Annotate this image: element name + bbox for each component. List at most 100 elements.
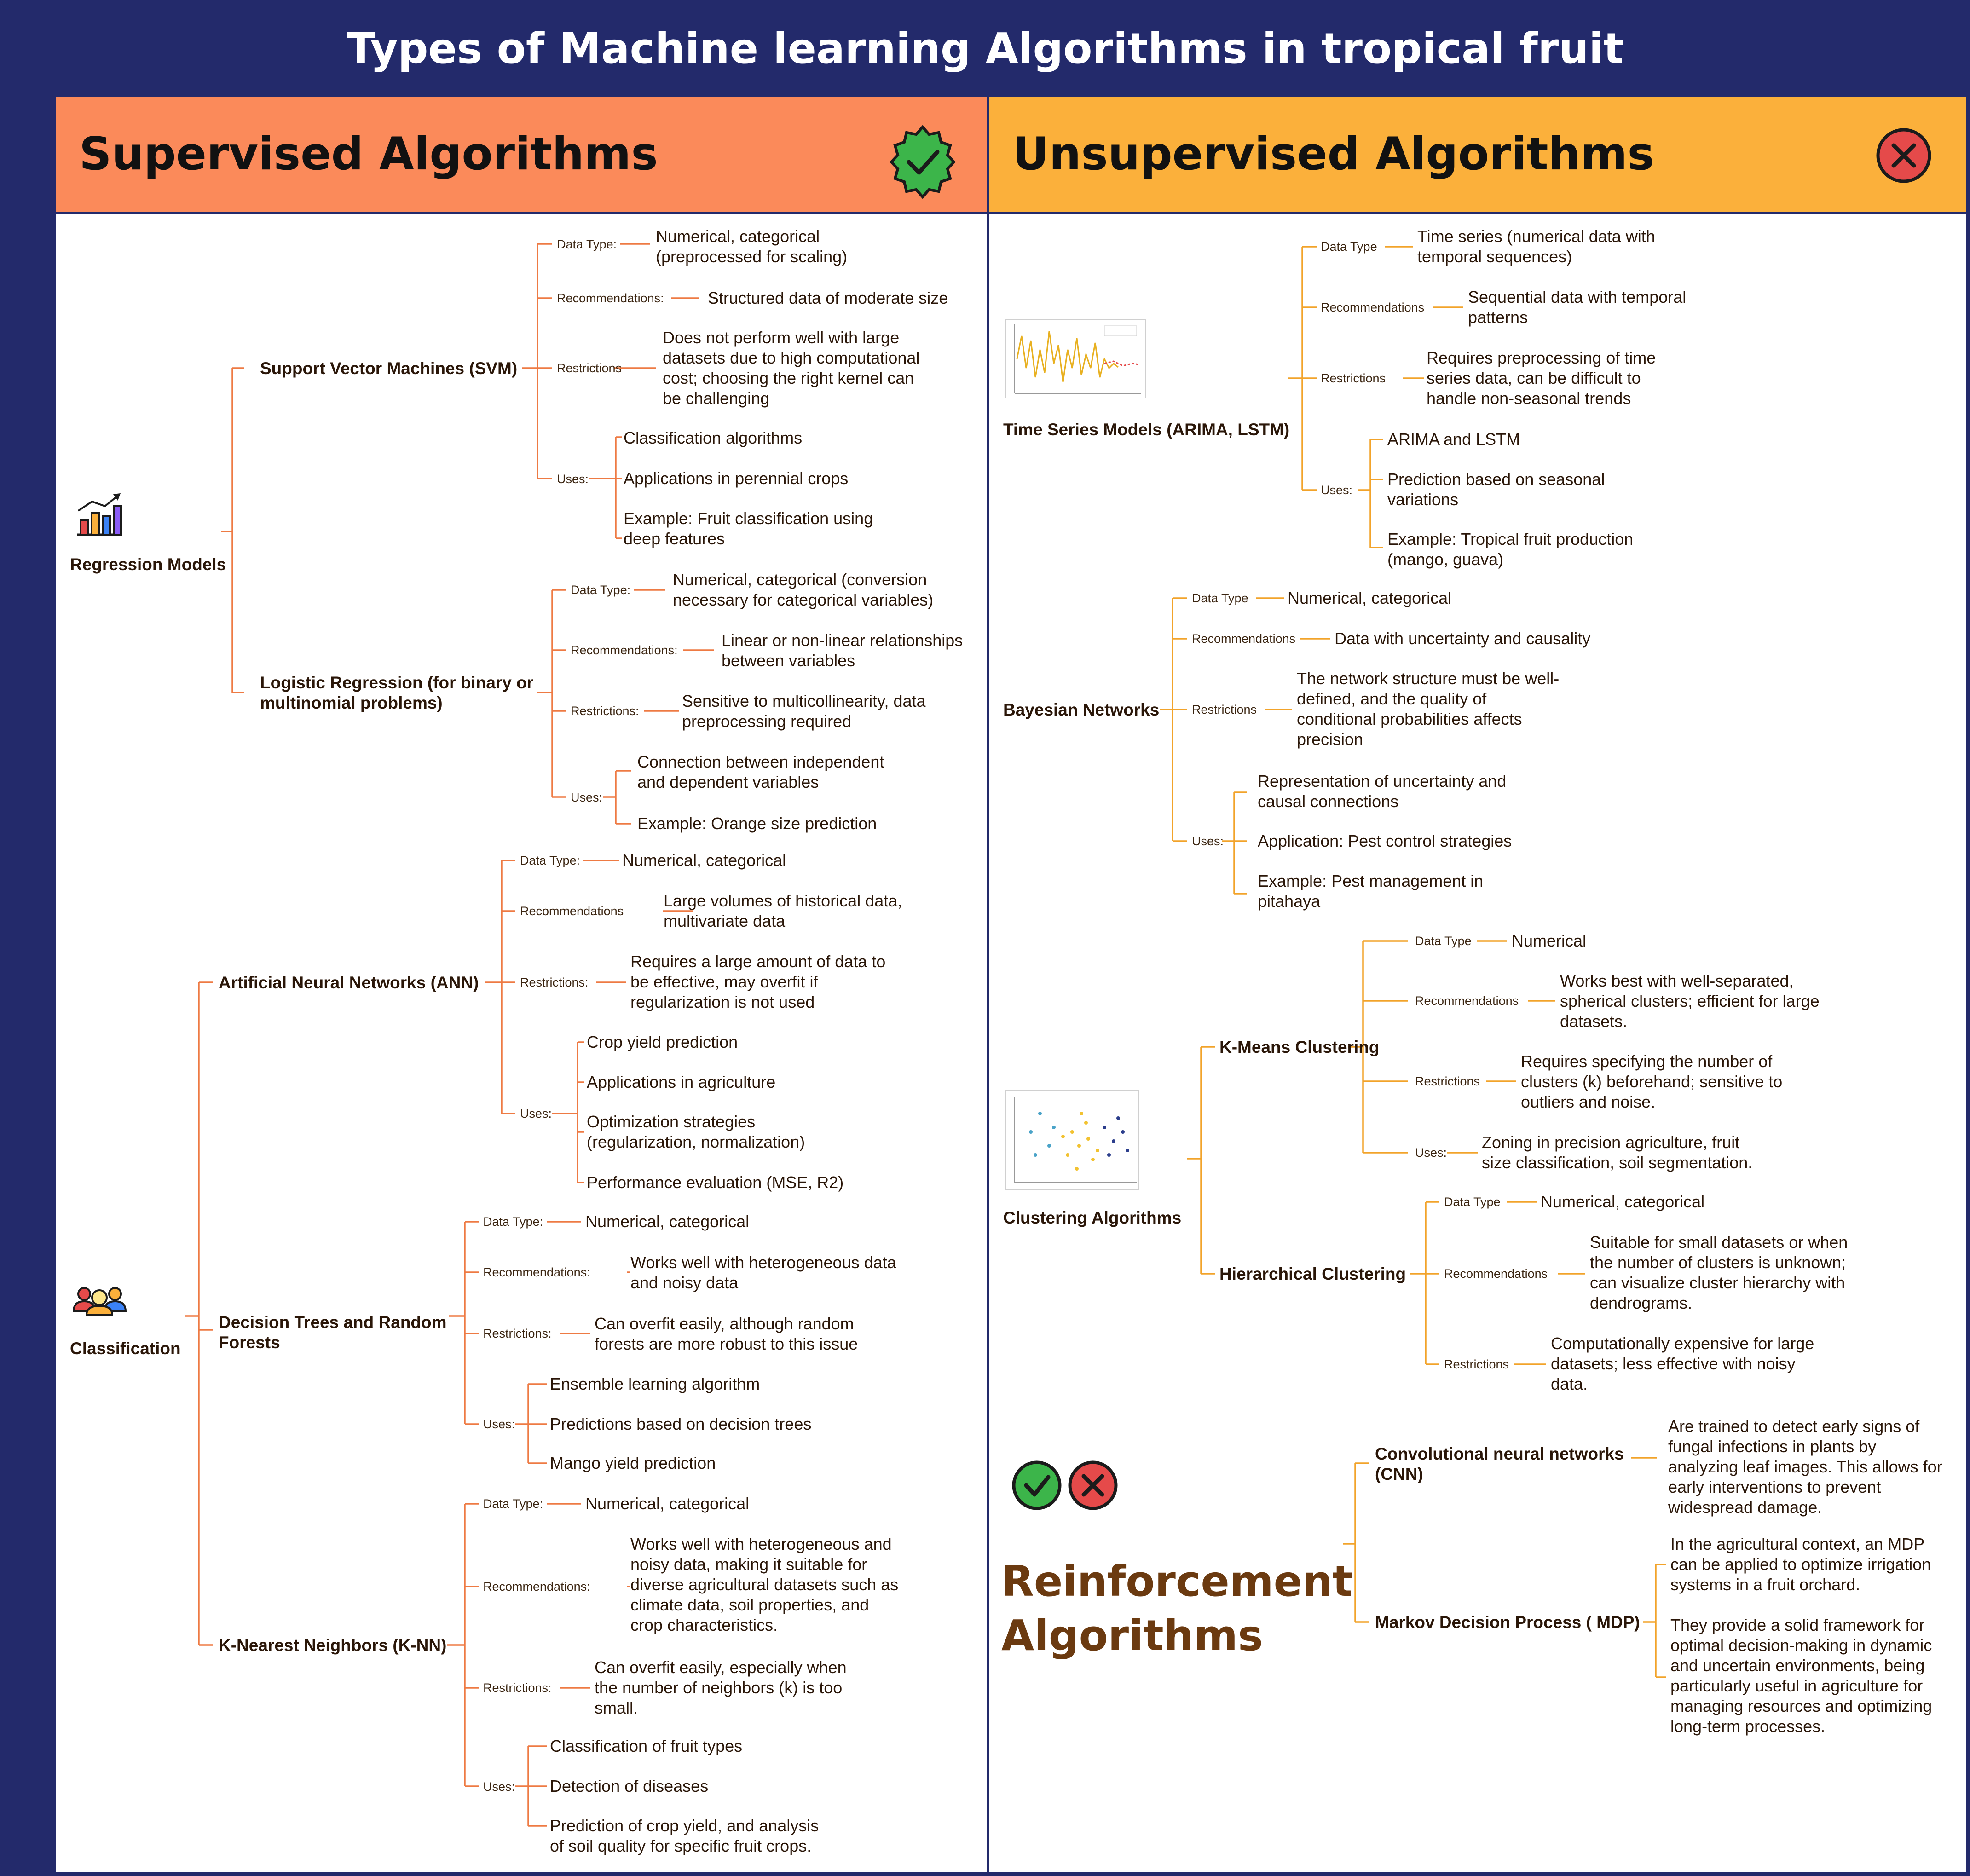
ts-uses-label: Uses: <box>1321 483 1353 497</box>
check-circle-icon <box>1012 1460 1062 1510</box>
svm-use-1: Classification algorithms <box>624 428 803 447</box>
ts-data-type-label: Data Type <box>1321 240 1377 254</box>
ann-recommendations-label: Recommendations <box>520 904 624 918</box>
people-group-icon <box>72 1287 127 1316</box>
logreg-data-type-label: Data Type: <box>571 583 631 597</box>
algorithm-hierarchical: Hierarchical Clustering <box>1219 1264 1406 1283</box>
supervised-header-label: Supervised Algorithms <box>79 128 658 180</box>
km-restrictions-label: Restrictions <box>1415 1074 1480 1088</box>
check-badge-icon <box>889 125 956 199</box>
knn-data-type-label: Data Type: <box>483 1497 543 1511</box>
ann-use-1: Crop yield prediction <box>587 1033 738 1051</box>
growth-chart-icon <box>77 493 122 536</box>
hc-recommendations-label: Recommendations <box>1444 1267 1548 1281</box>
dt-recommendations-label: Recommendations: <box>483 1265 590 1279</box>
mdp-description-2: They provide a solid framework for optim… <box>1670 1616 1932 1736</box>
algorithm-time-series: Time Series Models (ARIMA, LSTM) <box>1003 420 1290 439</box>
dt-restrictions-label: Restrictions: <box>483 1327 552 1340</box>
dt-data-type-label: Data Type: <box>483 1215 543 1229</box>
bn-data-type: Numerical, categorical <box>1288 589 1452 607</box>
km-recommendations-label: Recommendations <box>1415 994 1519 1008</box>
km-data-type-label: Data Type <box>1415 934 1472 948</box>
algorithm-knn: K-Nearest Neighbors (K-NN) <box>219 1636 447 1655</box>
bn-use-3: Example: Pest management in pitahaya <box>1258 872 1484 911</box>
logreg-data-type: Numerical, categorical (conversion neces… <box>673 570 934 609</box>
svm-data-type-label: Data Type: <box>557 237 617 251</box>
algorithm-mdp: Markov Decision Process ( MDP) <box>1375 1613 1640 1632</box>
hc-restrictions-label: Restrictions <box>1444 1357 1509 1371</box>
ts-data-type: Time series (numerical data with tempora… <box>1417 227 1655 266</box>
algorithm-logistic-regression: Logistic Regression (for binary or multi… <box>260 673 534 712</box>
mdp-description-1: In the agricultural context, an MDP can … <box>1670 1535 1931 1594</box>
cnn-description: Are trained to detect early signs of fun… <box>1668 1417 1942 1517</box>
category-classification: Classification <box>70 1339 181 1358</box>
algorithm-decision-trees: Decision Trees and Random Forests <box>219 1313 447 1352</box>
ann-use-4: Performance evaluation (MSE, R2) <box>587 1173 844 1192</box>
unsupervised-header: Unsupervised Algorithms <box>989 97 1966 212</box>
bn-use-1: Representation of uncertainty and causal… <box>1258 772 1507 811</box>
knn-uses-label: Uses: <box>483 1780 515 1794</box>
dt-use-1: Ensemble learning algorithm <box>550 1374 760 1393</box>
dt-uses-label: Uses: <box>483 1417 515 1431</box>
knn-use-3: Prediction of crop yield, and analysis o… <box>550 1816 819 1855</box>
ann-use-2: Applications in agriculture <box>587 1073 776 1091</box>
algorithm-bayesian-networks: Bayesian Networks <box>1003 700 1160 719</box>
km-recommendations: Works best with well-separated, spherica… <box>1560 971 1820 1031</box>
logreg-restrictions-label: Restrictions: <box>571 704 639 718</box>
hc-recommendations: Suitable for small datasets or when the … <box>1590 1233 1848 1312</box>
algorithm-ann: Artificial Neural Networks (ANN) <box>219 973 479 992</box>
ann-restrictions-label: Restrictions: <box>520 976 589 989</box>
logreg-restrictions: Sensitive to multicollinearity, data pre… <box>682 692 926 731</box>
cross-circle-icon <box>1876 128 1931 183</box>
title-bar: Types of Machine learning Algorithms in … <box>0 0 1970 97</box>
logreg-use-1: Connection between independent and depen… <box>637 752 884 791</box>
dt-recommendations: Works well with heterogeneous data and n… <box>630 1253 896 1292</box>
svm-use-2: Applications in perennial crops <box>624 469 849 488</box>
logreg-use-2: Example: Orange size prediction <box>637 814 877 833</box>
knn-data-type: Numerical, categorical <box>585 1494 750 1513</box>
bn-restrictions-label: Restrictions <box>1192 703 1257 716</box>
svm-uses-label: Uses: <box>557 472 589 486</box>
svm-restrictions: Does not perform well with large dataset… <box>663 328 920 408</box>
algorithm-svm: Support Vector Machines (SVM) <box>260 359 518 378</box>
knn-restrictions-label: Restrictions: <box>483 1681 552 1695</box>
ann-data-type-label: Data Type: <box>520 854 580 867</box>
ts-recommendations: Sequential data with temporal patterns <box>1468 288 1687 327</box>
bn-use-2: Application: Pest control strategies <box>1258 831 1512 850</box>
bottom-border <box>0 1872 1970 1876</box>
ts-use-3: Example: Tropical fruit production (mang… <box>1387 530 1634 569</box>
scatter-plot-thumbnail <box>1005 1090 1139 1190</box>
ts-use-2: Prediction based on seasonal variations <box>1387 470 1605 509</box>
right-border <box>1966 97 1970 1876</box>
knn-recommendations-label: Recommendations: <box>483 1580 590 1593</box>
ts-use-1: ARIMA and LSTM <box>1387 430 1520 449</box>
logreg-recommendations-label: Recommendations: <box>571 643 678 657</box>
dt-use-2: Predictions based on decision trees <box>550 1414 812 1433</box>
logreg-recommendations: Linear or non-linear relationships betwe… <box>722 631 963 670</box>
category-regression-models: Regression Models <box>70 555 226 574</box>
reinforcement-title: Reinforcement Algorithms <box>1001 1557 1353 1660</box>
column-divider <box>987 97 989 1873</box>
algorithm-kmeans: K-Means Clustering <box>1219 1038 1380 1056</box>
ann-data-type: Numerical, categorical <box>622 851 786 870</box>
logreg-uses-label: Uses: <box>571 791 603 804</box>
knn-recommendations: Works well with heterogeneous and noisy … <box>630 1535 899 1634</box>
knn-use-1: Classification of fruit types <box>550 1737 743 1755</box>
algorithm-cnn: Convolutional neural networks (CNN) <box>1375 1444 1624 1483</box>
km-uses: Zoning in precision agriculture, fruit s… <box>1482 1133 1753 1172</box>
ts-restrictions: Requires preprocessing of time series da… <box>1427 348 1656 408</box>
km-data-type: Numerical <box>1512 931 1587 950</box>
supervised-connectors <box>185 243 714 1827</box>
line-chart-thumbnail <box>1005 319 1146 398</box>
header-divider <box>56 212 1966 214</box>
left-border <box>0 97 56 1876</box>
bn-restrictions: The network structure must be well- defi… <box>1297 669 1560 749</box>
knn-restrictions: Can overfit easily, especially when the … <box>595 1658 847 1717</box>
hc-data-type: Numerical, categorical <box>1541 1192 1705 1211</box>
km-restrictions: Requires specifying the number of cluste… <box>1521 1052 1783 1111</box>
algorithm-clustering: Clustering Algorithms <box>1003 1208 1182 1227</box>
knn-use-2: Detection of diseases <box>550 1777 709 1795</box>
supervised-header: Supervised Algorithms <box>56 97 987 212</box>
ann-use-3: Optimization strategies (regularization,… <box>587 1112 805 1151</box>
